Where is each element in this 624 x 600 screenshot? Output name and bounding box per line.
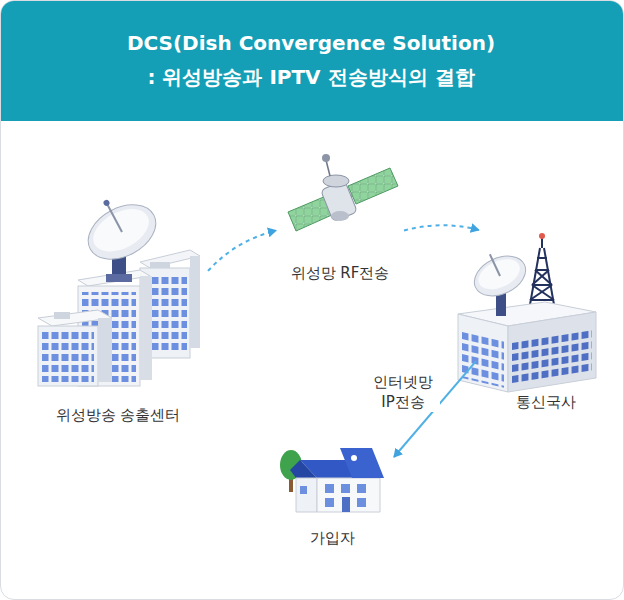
- telecom-office: 통신국사: [476, 230, 616, 412]
- node-label: 가입자: [307, 528, 358, 548]
- subscriber: 가입자: [270, 418, 394, 548]
- broadcast-center-drawing: [38, 183, 200, 386]
- dashed-arrow: [208, 231, 276, 271]
- satellite-drawing: [288, 154, 398, 231]
- node-label: 통신국사: [513, 392, 579, 412]
- satellite: 위성망 RF전송: [276, 145, 404, 283]
- broadcast-center: 위성방송 송출센터: [28, 195, 208, 425]
- node-label: 위성망 RF전송: [288, 263, 393, 283]
- subscriber-house-drawing: [280, 448, 384, 512]
- edge-label: 인터넷망 IP전송: [366, 372, 440, 412]
- dashed-arrow: [404, 225, 479, 230]
- telecom-office-drawing: [458, 233, 596, 392]
- node-label: 위성방송 송출센터: [53, 405, 184, 425]
- diagram-title: DCS(Dish Convergence Solution) : 위성방송과 I…: [81, 0, 541, 120]
- title-band: [1, 1, 623, 121]
